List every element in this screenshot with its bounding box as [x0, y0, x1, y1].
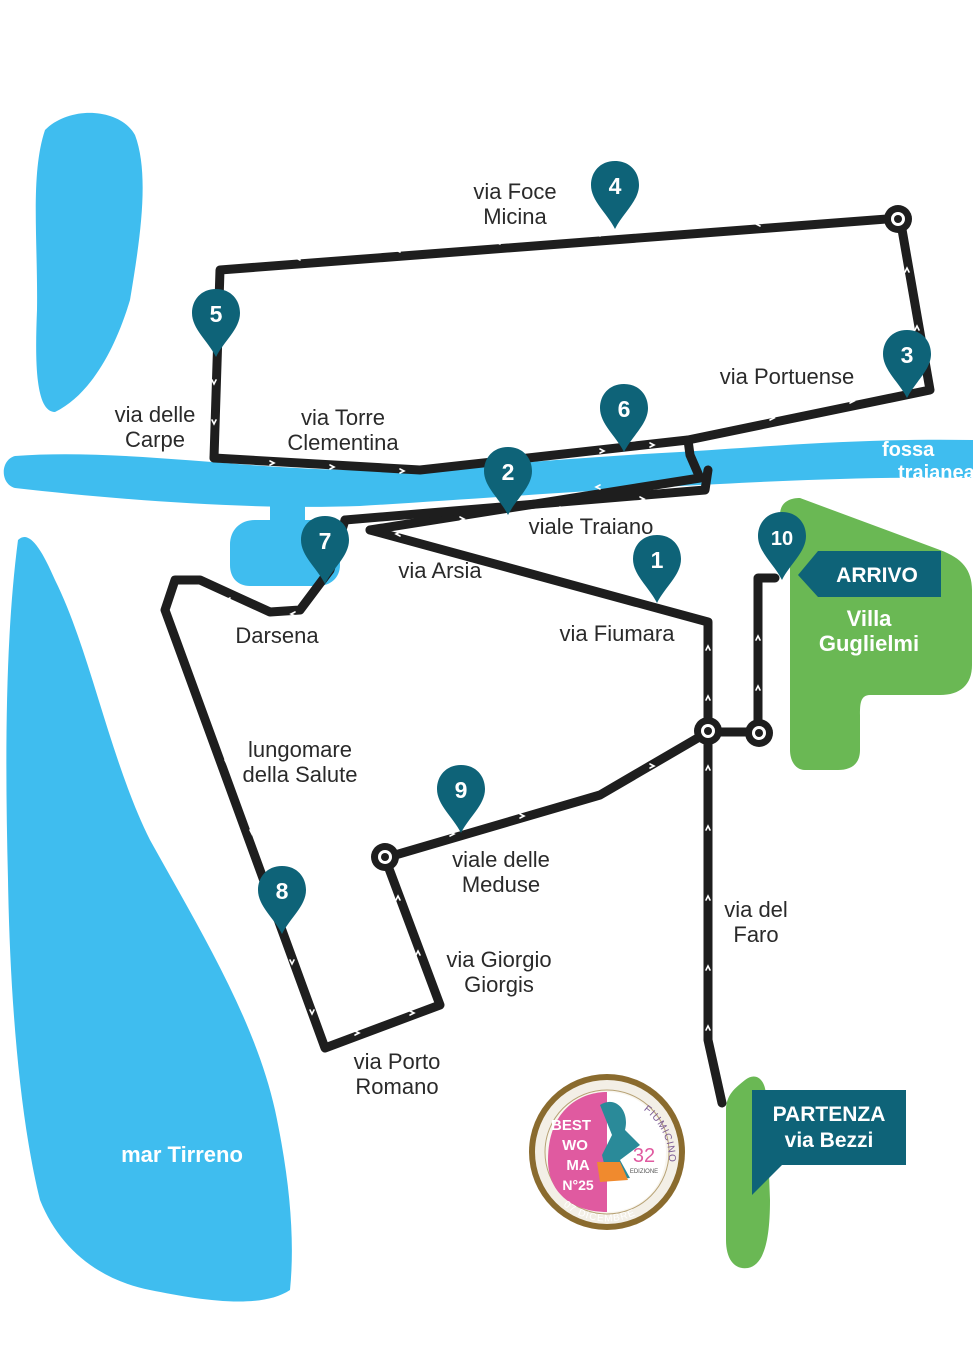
label-via-porto-romano-2: Romano [355, 1074, 438, 1099]
flag-arrivo: ARRIVO [798, 551, 941, 597]
marker-7-number: 7 [319, 528, 332, 554]
label-viale-meduse-2: Meduse [462, 872, 540, 897]
label-via-foce-micina-2: Micina [483, 204, 547, 229]
label-via-giorgio-giorgis-2: Giorgis [464, 972, 534, 997]
logo-wo: WO [562, 1137, 588, 1154]
label-via-del-faro-1: via del [724, 897, 788, 922]
label-fossa-traianea-2: traianea [898, 462, 973, 484]
marker-4-number: 4 [609, 173, 622, 199]
label-viale-meduse-1: viale delle [452, 847, 550, 872]
marker-6-number: 6 [618, 396, 631, 422]
label-mar-tirreno: mar Tirreno [121, 1142, 243, 1167]
route-via-torre-clementina [209, 453, 515, 475]
label-via-torre-clementina-2: Clementina [287, 430, 399, 455]
label-villa-guglielmi-2: Guglielmi [819, 631, 919, 656]
marker-4[interactable]: 4 [591, 161, 639, 229]
marker-2-number: 2 [502, 459, 515, 485]
route-to-arrivo [703, 573, 780, 737]
marker-9[interactable]: 9 [437, 765, 485, 833]
marker-7[interactable]: 7 [301, 516, 349, 584]
flag-partenza-text-1: PARTENZA [773, 1103, 886, 1126]
marker-10[interactable]: 10 [758, 512, 806, 580]
km-markers: 1 2 3 4 5 6 7 8 9 10 [192, 161, 931, 934]
lake-north [35, 112, 143, 413]
sea-mar-tirreno [6, 536, 292, 1302]
event-logo: BEST WO MA N°25 32 EDIZIONE FIUMICINO 07… [529, 1074, 685, 1230]
marker-9-number: 9 [455, 777, 468, 803]
turn-point-arrivo-branch [745, 719, 773, 747]
marker-2[interactable]: 2 [484, 447, 532, 515]
route-via-portuense [683, 213, 935, 445]
marker-3-number: 3 [901, 342, 914, 368]
logo-n: N°25 [562, 1177, 593, 1193]
label-lungomare-1: lungomare [248, 737, 352, 762]
logo-edition-word: EDIZIONE [630, 1169, 658, 1175]
label-via-porto-romano-1: via Porto [354, 1049, 441, 1074]
label-via-delle-carpe-2: Carpe [125, 427, 185, 452]
route-viale-traiano-return [340, 465, 713, 525]
route-viale-meduse [380, 727, 713, 863]
label-villa-guglielmi-1: Villa [847, 606, 893, 631]
route-via-foce-micina [209, 213, 905, 463]
logo-best: BEST [551, 1117, 591, 1134]
marker-5-number: 5 [210, 301, 223, 327]
route-via-del-faro [703, 727, 727, 1108]
label-via-portuense: via Portuense [720, 364, 855, 389]
marker-1[interactable]: 1 [633, 535, 681, 603]
logo-ma: MA [566, 1157, 589, 1174]
marker-8[interactable]: 8 [258, 866, 306, 934]
marker-1-number: 1 [651, 547, 664, 573]
label-via-del-faro-2: Faro [733, 922, 778, 947]
marker-3[interactable]: 3 [883, 330, 931, 398]
turn-point-fiumara [694, 717, 722, 745]
route-darsena [160, 515, 445, 1053]
flag-arrivo-shape [798, 551, 941, 597]
marker-10-number: 10 [771, 528, 793, 550]
flag-arrivo-text: ARRIVO [836, 564, 918, 587]
logo-edition-number: 32 [633, 1145, 655, 1167]
street-labels: via Foce Micina via Portuense via delle … [115, 179, 973, 1167]
flag-partenza: PARTENZA via Bezzi [752, 1090, 906, 1195]
label-lungomare-2: della Salute [243, 762, 358, 787]
marker-5[interactable]: 5 [192, 289, 240, 357]
marker-8-number: 8 [276, 878, 289, 904]
label-via-giorgio-giorgis-1: via Giorgio [446, 947, 551, 972]
label-fossa-traianea-1: fossa [882, 439, 935, 461]
label-via-foce-micina-1: via Foce [473, 179, 556, 204]
turn-points [371, 205, 912, 871]
turn-point-meduse [371, 843, 399, 871]
label-via-delle-carpe-1: via delle [115, 402, 196, 427]
label-via-arsia: via Arsia [398, 558, 482, 583]
flag-partenza-text-2: via Bezzi [785, 1129, 874, 1152]
label-via-fiumara: via Fiumara [560, 621, 676, 646]
turn-point-foce-micina [884, 205, 912, 233]
marker-6[interactable]: 6 [600, 384, 648, 452]
label-viale-traiano: viale Traiano [529, 514, 654, 539]
label-darsena: Darsena [235, 623, 319, 648]
label-via-torre-clementina-1: via Torre [301, 405, 385, 430]
flag-partenza-shape [752, 1090, 906, 1195]
